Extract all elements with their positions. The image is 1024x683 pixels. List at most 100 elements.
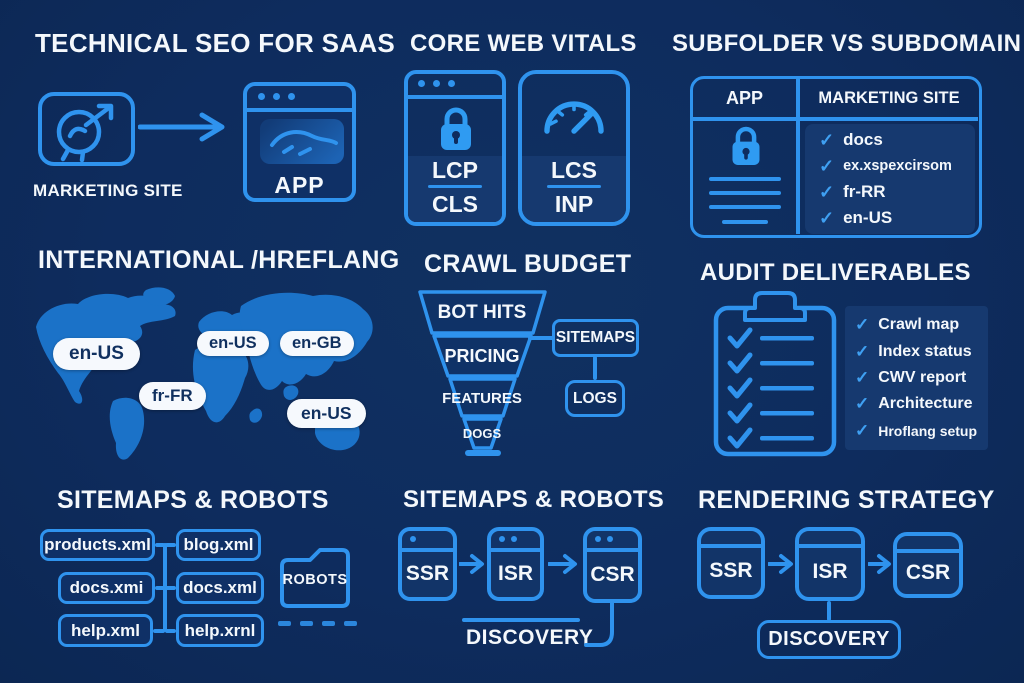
checklist-item: ✓ex.xspexcirsom (819, 156, 975, 177)
robots-folder-label: ROBOTS (282, 572, 348, 588)
app-browser-window: APP (243, 82, 356, 202)
window-dots (418, 80, 455, 87)
check-icon: ✓ (855, 367, 870, 387)
section-title-crawl-budget: CRAWL BUDGET (424, 250, 632, 278)
checklist-label: docs (843, 130, 883, 149)
file-tree-stub (165, 629, 176, 633)
check-icon: ✓ (855, 394, 870, 414)
window-header-divider (799, 544, 861, 548)
window-header-divider (408, 95, 502, 99)
metric-inp: INP (554, 190, 594, 217)
render-card-isr: ISR (795, 527, 865, 601)
file-tree-stub (155, 543, 165, 547)
window-header-divider (491, 548, 540, 552)
render-card-csr: CSR (893, 532, 963, 598)
check-icon: ✓ (855, 420, 870, 440)
logs-box: LOGS (565, 380, 625, 417)
checklist-label: CWV report (878, 368, 967, 386)
crawl-funnel (418, 290, 547, 456)
table-header-divider (693, 117, 978, 121)
clipboard-icon (713, 291, 837, 457)
discovery-label-mid: DISCOVERY (466, 626, 594, 649)
window-header-divider (402, 548, 453, 552)
render-card-csr: CSR (583, 527, 642, 603)
table-header-marketing-site: MARKETING SITE (818, 88, 960, 107)
checklist-item: ✓ Index status (855, 342, 984, 362)
check-icon: ✓ (819, 207, 835, 228)
target-arrow-icon (56, 103, 114, 162)
cwv-card1-metrics-panel: LCP CLS (408, 156, 502, 222)
lock-icon (441, 107, 471, 150)
checklist-label: Architecture (878, 395, 973, 413)
checklist-item: ✓ Hroflang setup (855, 421, 984, 441)
section-title-core-web-vitals: CORE WEB VITALS (410, 30, 637, 57)
app-illustration-panel (260, 119, 344, 164)
discovery-underline (462, 618, 580, 622)
swoosh-icon (270, 130, 338, 156)
funnel-base (465, 450, 501, 456)
metric-lcs: LCS (551, 156, 597, 183)
arrow-icon (459, 554, 484, 574)
sitemap-file-box: help.xml (58, 614, 153, 647)
checklist-item: ✓ docs (819, 130, 975, 151)
connector-funnel-to-sitemaps (528, 336, 554, 340)
sitemap-file-box: docs.xml (176, 572, 264, 604)
check-icon: ✓ (819, 181, 835, 202)
metric-lcp: LCP (432, 156, 478, 183)
check-icon: ✓ (855, 315, 870, 335)
audit-checklist-panel: ✓Crawl map ✓Index status ✓CWV report ✓Ar… (845, 306, 988, 450)
text-line (709, 191, 781, 195)
subfolder-table: APP MARKETING SITE ✓docs ✓ex.xspexcirsom… (690, 76, 982, 238)
render-card-label: ISR (812, 560, 848, 583)
section-title-rendering-strategy: RENDERING STRATEGY (698, 486, 995, 514)
check-icon: ✓ (855, 341, 870, 361)
elbow-connector (584, 602, 614, 647)
section-title-sitemaps-robots-mid: SITEMAPS & ROBOTS (403, 486, 665, 513)
section-title-sitemaps-robots: SITEMAPS & ROBOTS (57, 486, 329, 514)
arrow-icon (548, 554, 577, 574)
window-header-divider (701, 544, 761, 548)
sitemap-file-box: help.xrnl (176, 614, 264, 647)
checklist-label: en-US (843, 208, 893, 227)
table-column-divider (796, 79, 800, 234)
render-card-ssr: SSR (398, 527, 457, 601)
window-header-divider (897, 549, 959, 553)
speedometer-icon (544, 101, 604, 134)
funnel-tier-label: BOT HITS (437, 302, 527, 323)
window-dots (410, 536, 416, 542)
render-card-label: SSR (709, 559, 753, 582)
checklist-item: ✓ Architecture (855, 394, 984, 414)
connector-isr-to-discovery (827, 601, 831, 621)
hreflang-pill: fr-FR (139, 382, 206, 410)
file-tree-stub (155, 586, 165, 590)
file-tree-stub (165, 586, 176, 590)
render-card-ssr: SSR (697, 527, 765, 599)
world-map (36, 287, 373, 460)
dashed-connector (278, 621, 357, 626)
arrow-marketing-to-app (138, 112, 225, 142)
render-card-label: CSR (590, 563, 635, 586)
checklist-label: Hroflang setup (878, 422, 978, 439)
marketing-site-box (38, 92, 135, 166)
checklist-item: ✓fr-RR (819, 182, 975, 203)
check-icon: ✓ (819, 155, 835, 176)
arrow-icon (768, 554, 793, 574)
render-card-label: CSR (905, 561, 951, 584)
checklist-item: ✓ en-US (819, 208, 975, 229)
marketing-site-label: MARKETING SITE (33, 181, 183, 200)
window-dots (258, 93, 295, 100)
discovery-box: DISCOVERY (757, 620, 901, 659)
cwv-card2-metrics-panel: LCS INP (522, 156, 626, 222)
check-icon: ✓ (819, 129, 835, 150)
metric-cls: CLS (432, 190, 478, 217)
render-card-label: SSR (405, 562, 450, 585)
checklist-label: Index status (878, 342, 972, 360)
app-label: APP (274, 171, 325, 198)
section-title-technical-seo: TECHNICAL SEO FOR SAAS (35, 28, 396, 58)
sitemap-file-box: products.xml (40, 529, 155, 561)
hreflang-pill: en-GB (280, 331, 354, 356)
checklist-item: ✓ CWV report (855, 368, 984, 388)
section-title-subfolder-vs-subdomain: SUBFOLDER VS SUBDOMAIN (672, 30, 1022, 57)
window-dots (499, 536, 517, 542)
file-tree-stub (165, 543, 176, 547)
